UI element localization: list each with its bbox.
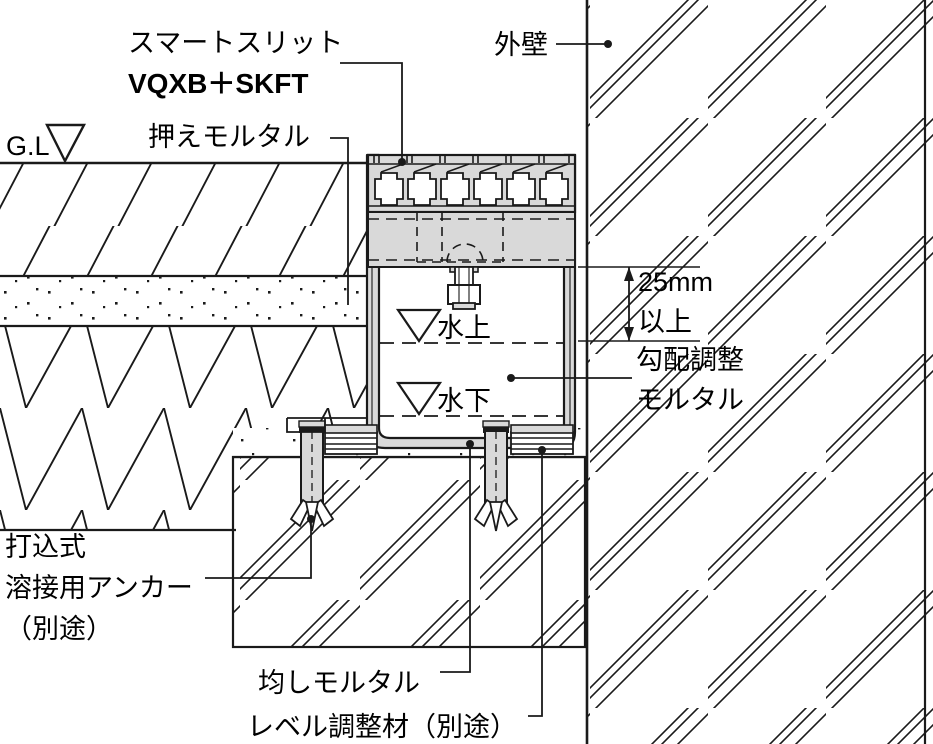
dimension-25mm-group xyxy=(578,266,700,342)
label-water-lower: 水下 xyxy=(437,386,491,416)
level-adjuster-shims-left xyxy=(324,424,378,455)
label-product-code: VQXB＋SKFT xyxy=(128,68,308,99)
exterior-wall xyxy=(585,0,933,744)
slope-adjust-band xyxy=(367,211,576,268)
anchor-right xyxy=(473,420,519,532)
label-level-adjuster: レベル調整材（別途） xyxy=(247,712,517,742)
label-anchor-3: （別途） xyxy=(5,614,113,644)
ground-level-marker xyxy=(45,123,86,164)
base-concrete-slab xyxy=(231,455,587,649)
grating-fixing-bolt xyxy=(447,266,481,310)
label-anchor-2: 溶接用アンカー xyxy=(5,573,193,603)
label-dimension-value: 25mm xyxy=(638,267,713,297)
water-level-lower xyxy=(380,381,564,417)
label-dimension-qualifier: 以上 xyxy=(638,307,692,337)
label-leveling-mortar: 均しモルタル xyxy=(258,668,420,698)
label-slope-mortar-2: モルタル xyxy=(636,385,744,415)
drain-left-shelf xyxy=(286,417,368,433)
leader-lines xyxy=(205,40,632,717)
label-exterior-wall: 外壁 xyxy=(494,30,548,60)
label-ground-level: G.L xyxy=(6,131,50,161)
label-press-mortar: 押えモルタル xyxy=(148,122,310,152)
label-product-name: スマートスリット xyxy=(128,28,343,58)
concrete-layer xyxy=(0,276,370,328)
label-anchor-1: 打込式 xyxy=(5,532,86,562)
label-water-upper: 水上 xyxy=(437,313,491,343)
anchor-left xyxy=(289,420,335,532)
label-slope-mortar-1: 勾配調整 xyxy=(636,345,744,375)
soil-upper-layer xyxy=(0,161,371,278)
water-level-upper xyxy=(380,308,564,344)
